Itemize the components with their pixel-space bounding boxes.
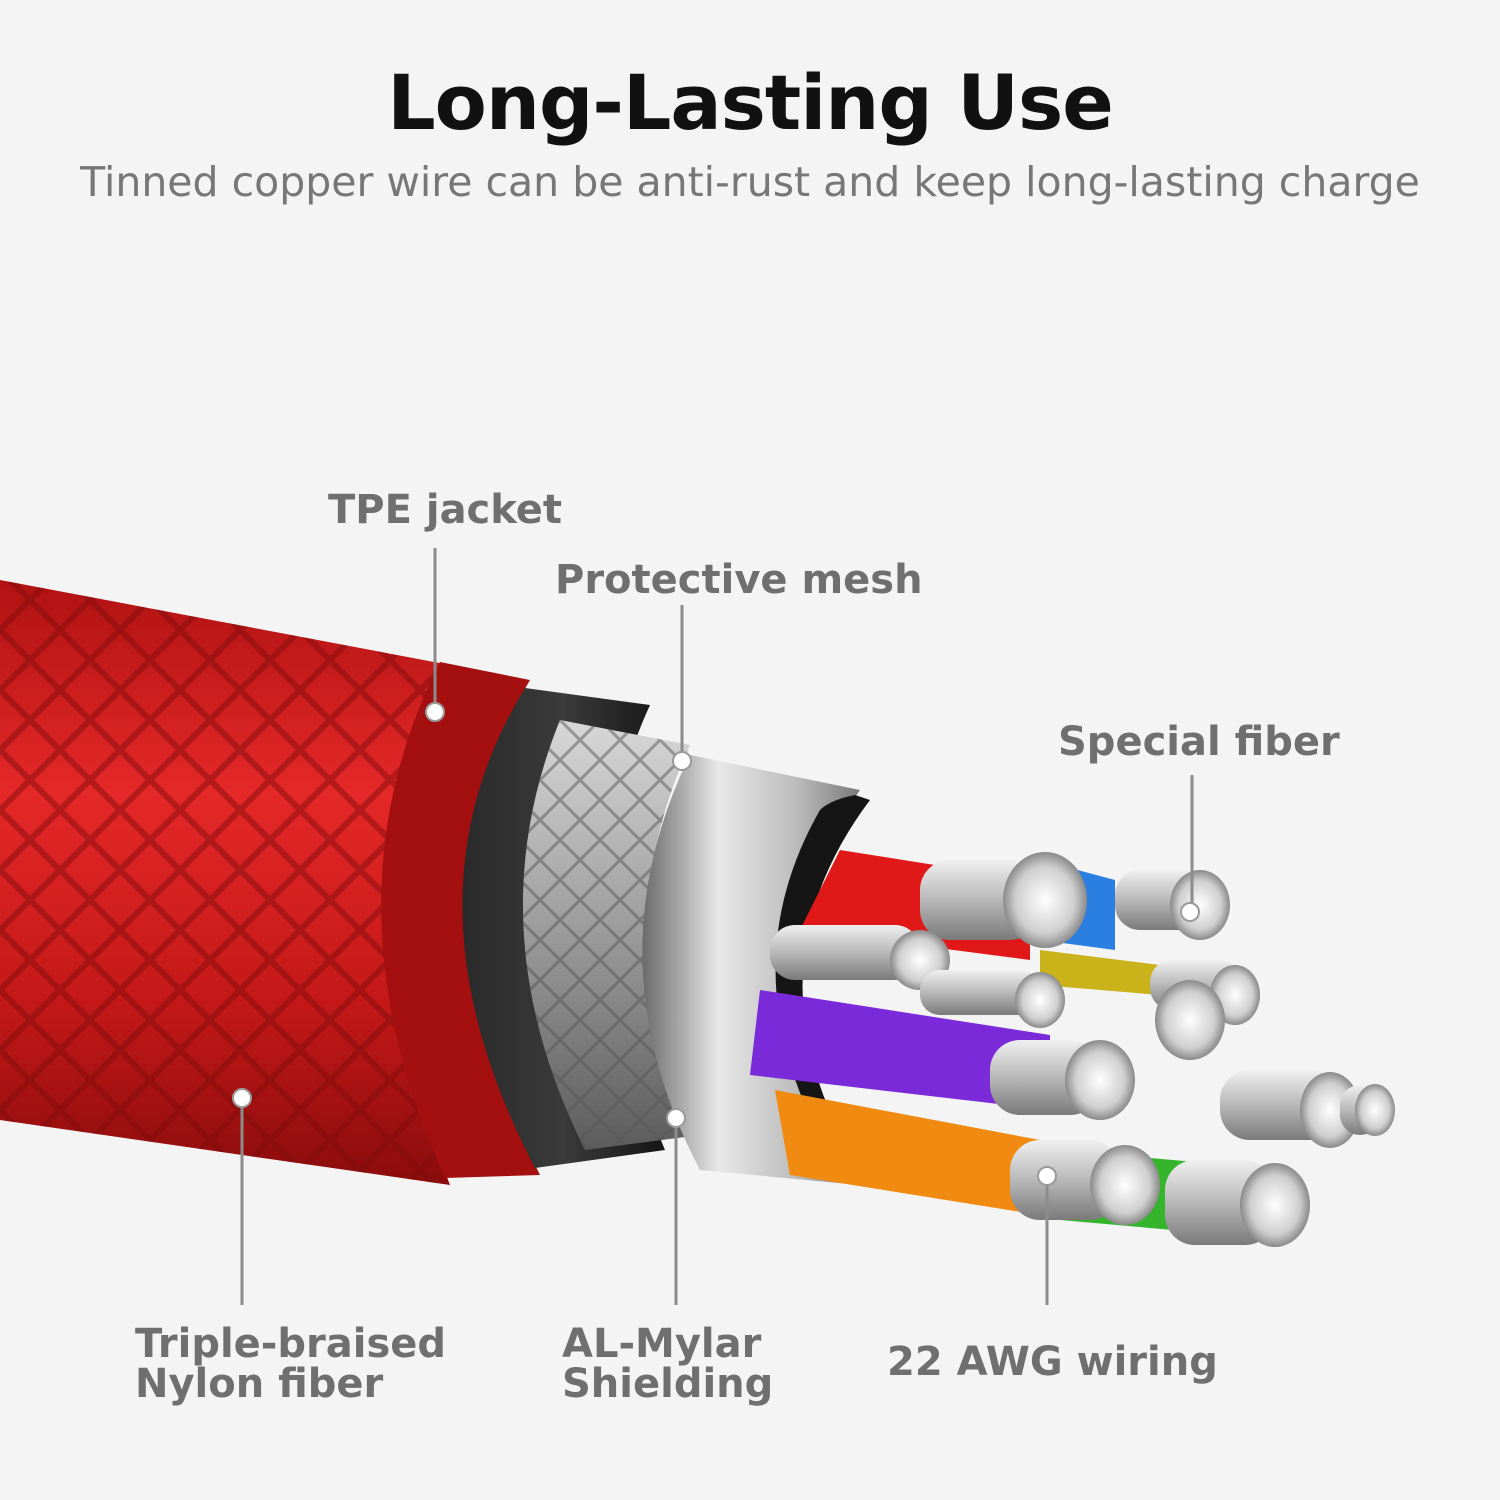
label-nylon-fiber-line1: Triple-braised xyxy=(135,1321,447,1367)
label-awg-wiring: 22 AWG wiring xyxy=(887,1339,1218,1385)
dot-special-fiber xyxy=(1180,902,1200,922)
label-protective-mesh: Protective mesh xyxy=(555,557,923,603)
label-tpe-jacket: TPE jacket xyxy=(328,487,563,533)
label-al-mylar-line2: Shielding xyxy=(562,1361,774,1407)
label-special-fiber: Special fiber xyxy=(1058,719,1340,765)
nylon-braid-layer xyxy=(0,580,450,1185)
dot-tpe-jacket xyxy=(425,702,445,722)
wire-purple xyxy=(750,990,1050,1110)
dot-protective-mesh xyxy=(672,751,692,771)
label-nylon-fiber-line2: Nylon fiber xyxy=(135,1361,384,1407)
dot-nylon-fiber xyxy=(232,1088,252,1108)
page-subtitle: Tinned copper wire can be anti-rust and … xyxy=(80,158,1420,206)
wire-yellow xyxy=(1040,950,1160,995)
dot-awg-wiring xyxy=(1037,1166,1057,1186)
dot-al-mylar xyxy=(666,1108,686,1128)
copper-strands xyxy=(770,852,1395,1247)
wire-orange xyxy=(775,1090,1040,1215)
callout-pointers xyxy=(240,548,1194,1305)
page-title: Long-Lasting Use xyxy=(387,58,1113,147)
label-al-mylar-line1: AL-Mylar xyxy=(562,1321,762,1367)
callout-dots xyxy=(232,702,1200,1186)
